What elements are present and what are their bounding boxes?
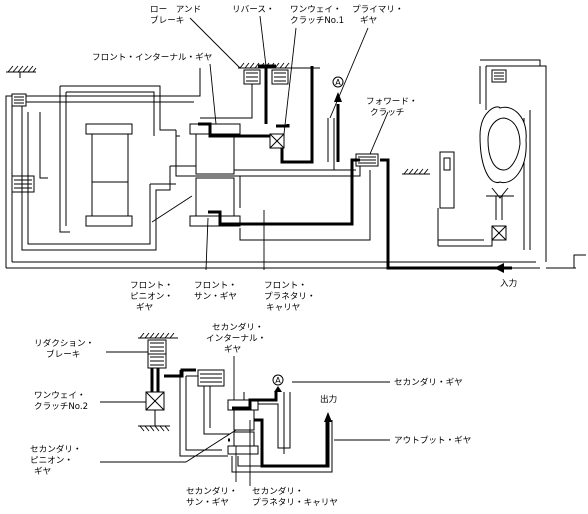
marker-a-upper: A [332,76,344,88]
label-front-pinion-1: フロント・ [130,281,173,291]
ground-hatch-top-left [6,65,37,78]
forward-clutch [355,153,379,167]
label-secondary-internal-1: セカンダリ・ [212,321,264,333]
label-secondary-pinion-1: セカンダリ・ [30,443,82,455]
label-primary-gear-2: ギヤ [360,15,377,26]
arrow-up-output [324,412,332,422]
label-secondary-gear: セカンダリ・ギヤ [394,376,463,388]
label-front-sun-2: サン・ギヤ [194,291,237,302]
label-secondary-planetary-1: セカンダリ・ [252,485,304,497]
label-low-and-brake-2: ブレーキ [150,14,184,26]
label-primary-gear-1: プライマリ・ [352,4,404,15]
label-secondary-pinion-2: ピニオン・ [30,455,73,466]
label-output-gear: アウトプット・ギヤ [394,435,471,446]
front-planetary-body [189,123,241,227]
label-front-pinion-3: ギヤ [136,302,153,313]
secondary-planetary-body [227,392,333,473]
label-oneway-clutch-1-b: クラッチNo.1 [290,15,344,26]
lower-labels: リダクション・ ブレーキ セカンダリ・ インターナル・ ギヤ ワンウェイ・ クラ… [30,321,471,508]
label-secondary-internal-2: インターナル・ [206,333,266,344]
marker-a-lower-text: A [275,376,281,385]
label-forward-clutch-2: クラッチ [370,107,404,118]
upper-leaders [151,15,389,271]
oneway-clutch-1 [269,133,285,149]
output-gear [324,412,332,422]
torque-converter [402,59,547,262]
label-output: 出力 [320,393,337,405]
left-seal-comb [11,93,35,193]
label-secondary-sun-1: セカンダリ・ [186,485,238,497]
label-reverse: リバース・ [232,4,275,15]
label-front-internal-gear: フロント・インターナル・ギヤ [92,52,212,63]
label-oneway-clutch-2-a: ワンウェイ・ [34,390,86,401]
label-reduction-brake-1: リダクション・ [34,337,94,349]
oneway-clutch-2 [138,391,170,432]
label-oneway-clutch-2-b: クラッチNo.2 [34,401,88,412]
label-forward-clutch-1: フォワード・ [366,97,418,107]
reduction-brake [138,332,178,369]
label-front-planetary-2: プラネタリ・ [264,291,316,302]
label-front-sun-1: フロント・ [194,281,237,291]
label-oneway-clutch-1-a: ワンウェイ・ [290,4,342,15]
upper-power-flow-path [198,64,512,270]
upper-drum-outlines [21,85,371,251]
upper-gear-train: A ロー アンド ブレーキ リバース・ ワンウェイ・ クラッチNo.1 プライマ… [5,4,586,313]
label-secondary-internal-3: ギヤ [224,344,241,355]
label-secondary-planetary-2: プラネタリ・キャリヤ [252,497,338,508]
label-front-pinion-2: ピニオン・ [130,291,173,302]
label-front-planetary-3: キャリヤ [266,303,300,313]
label-low-and-brake-1: ロー アンド [150,5,201,15]
upper-labels: ロー アンド ブレーキ リバース・ ワンウェイ・ クラッチNo.1 プライマリ・… [92,4,517,313]
label-secondary-sun-2: サン・ギヤ [186,497,229,508]
label-reduction-brake-2: ブレーキ [46,348,80,360]
lower-gear-train: A リダクション・ ブレーキ セカンダリ・ インターナル・ ギヤ ワンウェイ・ … [30,321,471,508]
left-planet-body [85,123,133,227]
label-front-planetary-1: フロント・ [264,281,307,291]
secondary-internal-gear [179,369,230,457]
label-secondary-pinion-3: ギヤ [34,466,51,477]
lower-leaders [100,351,390,486]
marker-a-lower: A [272,374,284,392]
primary-gear [296,67,335,170]
label-input: 入力 [500,277,517,289]
arrow-up-primary [334,92,342,102]
lower-power-flow-path [150,368,330,468]
arrow-left-input [494,263,504,273]
marker-a-upper-text: A [335,78,341,87]
upper-arrows [334,92,504,273]
upper-casing [5,68,586,269]
